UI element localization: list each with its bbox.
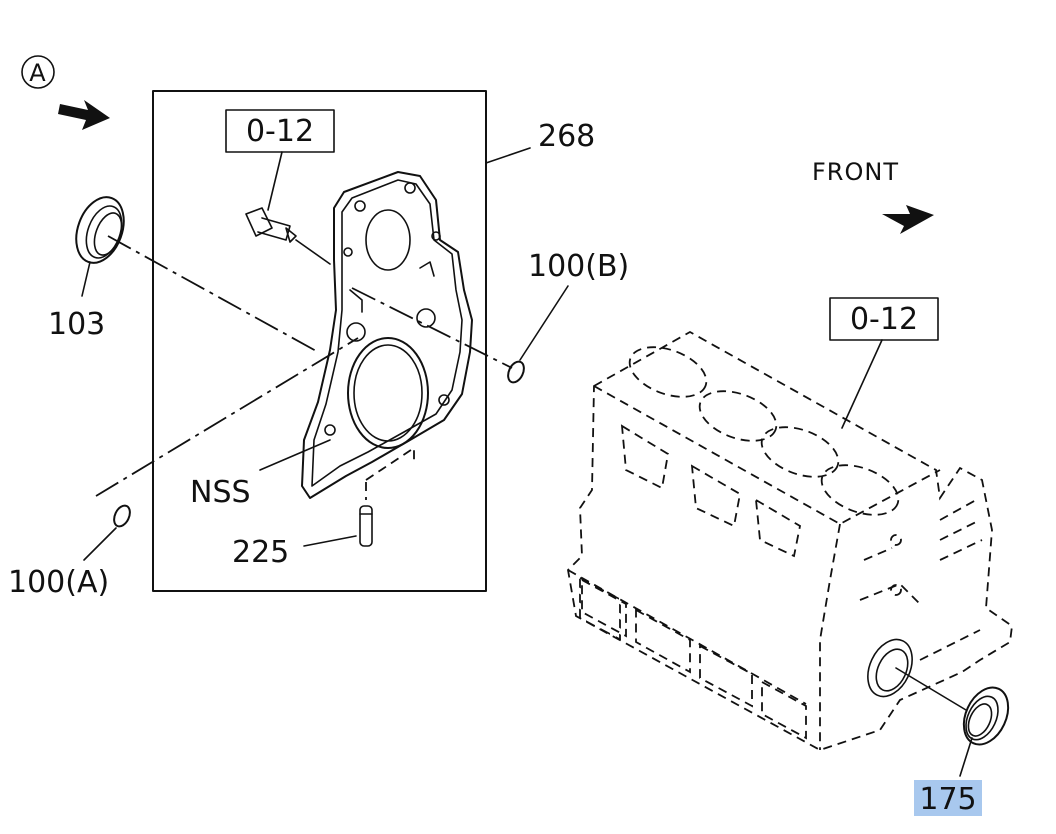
- callout-175-highlight: [914, 780, 982, 816]
- leader-175: [959, 737, 973, 777]
- leader-100a: [83, 527, 117, 561]
- view-direction-arrow-icon: [58, 100, 110, 130]
- ref-box-block-label: 0-12: [850, 302, 918, 337]
- view-marker: A: [21, 55, 55, 89]
- callout-225: 225: [232, 535, 289, 570]
- oring-a: [113, 504, 131, 528]
- front-arrow-icon: [882, 205, 934, 234]
- callout-268: 268: [538, 119, 595, 154]
- centerline-rear-seal: [895, 667, 967, 711]
- centerline-oring-b: [351, 287, 513, 369]
- front-oil-seal: [75, 196, 125, 264]
- leader-ref-upper: [267, 151, 283, 211]
- cylinder-block: [567, 330, 1013, 751]
- leader-268: [485, 147, 531, 164]
- callout-nss: NSS: [190, 475, 251, 510]
- callout-100a: 100(A): [8, 565, 109, 600]
- dowel-pin: [359, 446, 415, 547]
- centerline-seal: [107, 235, 319, 353]
- leader-ref-block: [841, 339, 883, 429]
- oring-b: [507, 360, 525, 384]
- rear-oil-seal: [962, 686, 1010, 746]
- callout-103: 103: [48, 307, 105, 342]
- sensor-fitting: [245, 207, 331, 265]
- view-marker-label: A: [29, 59, 46, 87]
- rear-seal-bore: [867, 638, 913, 698]
- ref-box-upper-label: 0-12: [246, 114, 314, 149]
- ref-box-upper: [225, 109, 335, 153]
- leader-nss: [259, 439, 331, 471]
- centerline-oring-a: [95, 337, 359, 497]
- callout-100b: 100(B): [528, 249, 629, 284]
- leader-103: [81, 261, 91, 297]
- front-cover-plate: [301, 171, 473, 499]
- front-label: FRONT: [812, 158, 899, 186]
- ref-box-block: [829, 297, 939, 341]
- callout-175[interactable]: 175: [919, 782, 976, 817]
- leader-100b: [519, 285, 569, 361]
- inset-frame: [152, 90, 487, 592]
- leader-225: [303, 535, 357, 547]
